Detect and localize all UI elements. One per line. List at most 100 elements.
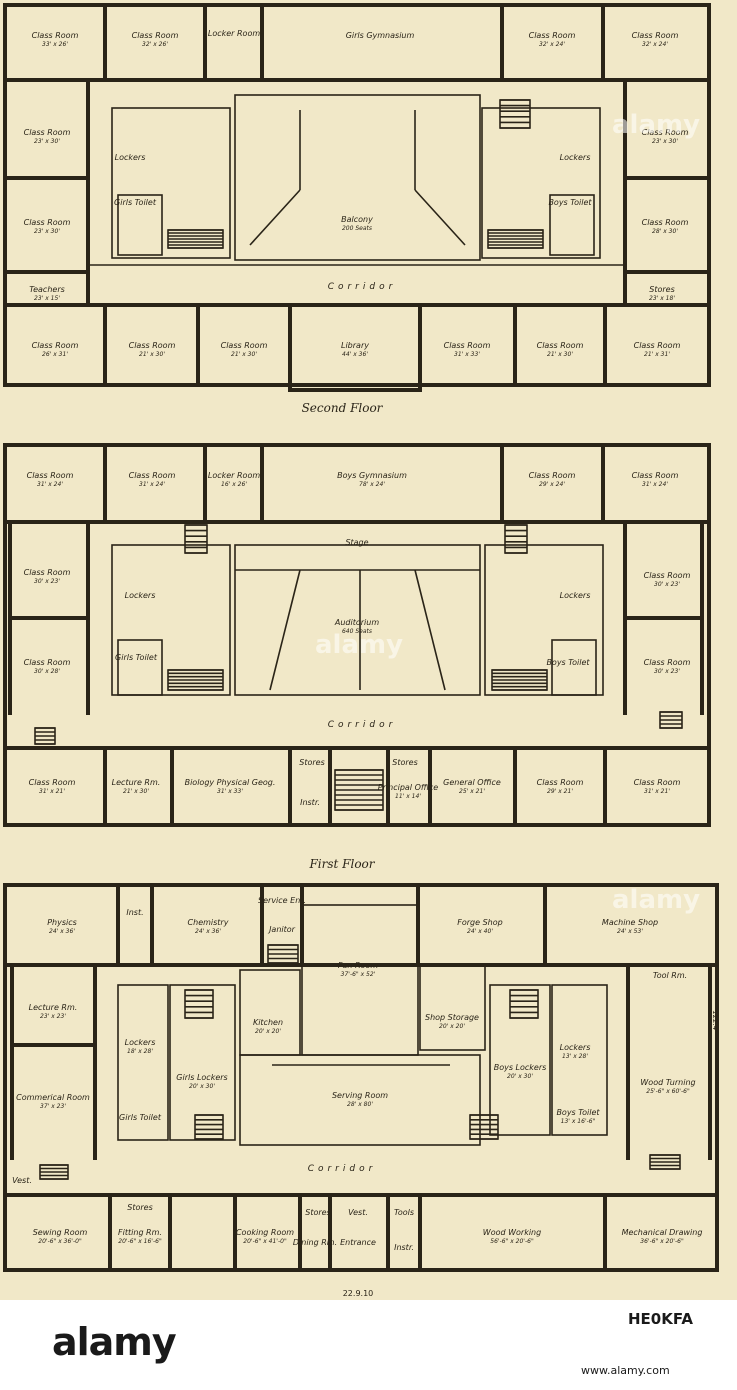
room-name: Lecture Rm. <box>112 778 161 787</box>
room-name: Instr. <box>300 798 320 807</box>
wall-line <box>249 189 301 246</box>
room-dimensions: 25' x 21' <box>459 788 485 795</box>
room-name: Class Room <box>444 341 491 350</box>
room-name: Balcony <box>341 215 373 224</box>
room-name: Class Room <box>644 658 691 667</box>
room-name: Entrance <box>340 1238 376 1247</box>
boys-toilet-room <box>549 194 595 256</box>
image-code: HE0KFA <box>628 1310 693 1328</box>
room-name: Class Room <box>24 658 71 667</box>
left-locker-block <box>111 107 231 259</box>
room-dimensions: 18' x 28' <box>127 1048 153 1055</box>
room-dimensions: 28' x 80' <box>347 1101 373 1108</box>
room-name: Vest. <box>12 1176 32 1185</box>
room-dimensions: 29' x 24' <box>539 481 565 488</box>
room-dimensions: 200 Seats <box>342 225 372 232</box>
watermark-top: alamy <box>612 110 701 140</box>
room-dimensions: 30' x 23' <box>34 578 60 585</box>
plan-number: 22.9.10 <box>343 1289 374 1298</box>
room-name: Class Room <box>27 471 74 480</box>
room-dimensions: 13' x 16'-6" <box>561 1118 596 1125</box>
stair-outline <box>34 727 56 745</box>
room-dimensions: 26' x 31' <box>42 351 68 358</box>
kitchen-room <box>239 969 301 1056</box>
entrance-hall <box>329 747 389 827</box>
room-dimensions: 23' x 23' <box>40 1013 66 1020</box>
room-name: Fitting Rm. <box>118 1228 162 1237</box>
wall-line <box>269 569 301 691</box>
girls-lockers-room <box>169 984 236 1141</box>
right-locker-block <box>481 107 601 259</box>
basement-outline <box>3 883 719 1272</box>
stair-outline <box>267 944 299 964</box>
room-dimensions: 29' x 21' <box>547 788 573 795</box>
room-name: Biology Physical Geog. <box>185 778 276 787</box>
room-dimensions: 23' x 30' <box>34 138 60 145</box>
room-name: Lockers <box>560 153 591 162</box>
room-dimensions: 32' x 24' <box>539 41 565 48</box>
room-name: Stores <box>127 1203 153 1212</box>
serving-room-outline <box>239 1054 481 1146</box>
room-name: Boys Lockers <box>494 1063 547 1072</box>
girls-locker-block <box>117 984 169 1141</box>
room-dimensions: 31' x 33' <box>454 351 480 358</box>
room-name: Class Room <box>632 31 679 40</box>
stair-outline <box>487 229 544 249</box>
alamy-logo[interactable]: alamy <box>52 1320 177 1364</box>
room-dimensions: 36'-6" x 20'-6" <box>640 1238 684 1245</box>
side-code: 122.4 <box>711 1010 719 1031</box>
room-name: General Office <box>443 778 501 787</box>
room-dimensions: 30' x 23' <box>654 581 680 588</box>
room-dimensions: 24' x 40' <box>467 928 493 935</box>
room-dimensions: 20' x 30' <box>507 1073 533 1080</box>
room-dimensions: 20' x 30' <box>189 1083 215 1090</box>
right-locker-block <box>484 544 604 696</box>
room-name: Class Room <box>129 341 176 350</box>
stair-outline <box>649 1154 681 1170</box>
room-name: Class Room <box>642 218 689 227</box>
room-name: Tools <box>394 1208 414 1217</box>
room-name: Class Room <box>537 341 584 350</box>
site-url[interactable]: www.alamy.com <box>581 1364 670 1377</box>
first-floor-outline <box>3 443 711 827</box>
room-dimensions: 20'-6" x 41'-0" <box>243 1238 287 1245</box>
room-dimensions: 23' x 30' <box>34 228 60 235</box>
stair-outline <box>167 669 224 691</box>
room-dimensions: 31' x 24' <box>37 481 63 488</box>
room-name: Fan Room <box>338 961 378 970</box>
room-name: Physics <box>47 918 77 927</box>
room-dimensions: 23' x 15' <box>34 295 60 302</box>
room-dimensions: 20'-6" x 16'-6" <box>118 1238 162 1245</box>
room-dimensions: 31' x 21' <box>39 788 65 795</box>
footer-bar: alamy HE0KFA www.alamy.com <box>0 1300 737 1390</box>
stair-outline <box>334 769 384 811</box>
room-name: Tool Rm. <box>653 971 687 980</box>
stair-outline <box>504 524 528 554</box>
second-floor-outline <box>3 3 711 387</box>
room-dimensions: 28' x 30' <box>652 228 678 235</box>
room-name: Service Ent. <box>258 896 306 905</box>
room-dimensions: 20'-6" x 36'-0" <box>38 1238 82 1245</box>
room-name: Lecture Rm. <box>29 1003 78 1012</box>
room-dimensions: 56'-6" x 20'-6" <box>490 1238 534 1245</box>
room-name: Class Room <box>32 341 79 350</box>
inner-walls <box>34 94 683 1180</box>
room-name: Instr. <box>394 1243 414 1252</box>
room-name: Boys Toilet <box>556 1108 600 1117</box>
room-name: Class Room <box>221 341 268 350</box>
walls <box>3 3 719 1272</box>
boys-toilet-room <box>551 639 597 696</box>
room-name: Chemistry <box>188 918 229 927</box>
room-dimensions: 37'-6" x 52' <box>341 971 376 978</box>
room-name: Locker Room <box>208 29 260 38</box>
room-dimensions: 31' x 33' <box>217 788 243 795</box>
room-name: Serving Room <box>332 1091 388 1100</box>
room-name: Class Room <box>129 471 176 480</box>
room-name: Lockers <box>560 1043 591 1052</box>
room-name: Auditorium <box>334 618 379 627</box>
stair-outline <box>39 1164 69 1180</box>
room-dimensions: 16' x 26' <box>221 481 247 488</box>
room-dimensions: 32' x 24' <box>642 41 668 48</box>
girls-toilet-room <box>117 194 163 256</box>
